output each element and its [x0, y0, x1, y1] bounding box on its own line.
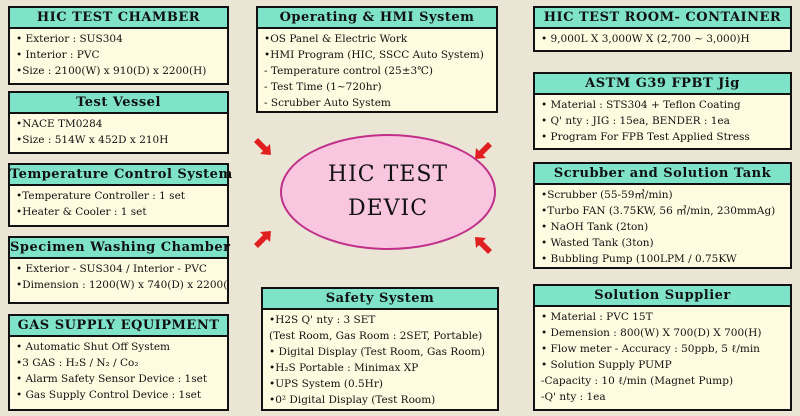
spec-item: • Program For FPB Test Applied Stress — [541, 131, 750, 143]
box-body: • Exterior : SUS304 • Interior : PVC •Size… — [10, 29, 227, 81]
hic-test-device-ellipse: HIC TEST DEVIC — [280, 134, 496, 250]
box-body: •NACE TM0284 •Size : 514W x 452D x 210H — [10, 114, 227, 150]
spec-item: • Gas Supply Control Device : 1set — [16, 389, 202, 401]
operating-hmi-box: Operating & HMI System•OS Panel & Electr… — [256, 6, 498, 113]
box-body: • Exterior - SUS304 / Interior - PVC •Dim… — [10, 259, 227, 295]
spec-item: • Flow meter - Accuracy : 50ppb, 5 ℓ/min — [541, 343, 760, 355]
spec-item: • Material : PVC 15T — [541, 311, 653, 323]
box-body: • Material : STS304 + Teflon Coating • Q'… — [535, 95, 790, 147]
astm-jig-box: ASTM G39 FPBT Jig• Material : STS304 + T… — [533, 72, 792, 150]
spec-item: •3 GAS : H₂S / N₂ / Co₂ — [16, 357, 139, 369]
box-title: Temperature Control System — [10, 165, 232, 186]
box-title: ASTM G39 FPBT Jig — [535, 74, 790, 95]
test-room-container-box: HIC TEST ROOM- CONTAINER • 9,000L X 3,000… — [533, 6, 792, 52]
spec-item: • Solution Supply PUMP — [541, 359, 672, 371]
spec-item: • Demension : 800(W) X 700(D) X 700(H) — [541, 327, 762, 339]
spec-item: • Alarm Safety Sensor Device : 1set — [16, 373, 208, 385]
spec-item: • Wasted Tank (3ton) — [541, 237, 654, 249]
spec-item: •Size : 514W x 452D x 210H — [16, 134, 169, 146]
box-title: HIC TEST ROOM- CONTAINER — [535, 8, 790, 29]
arrow-down-left-icon — [475, 142, 492, 159]
spec-item: •H₂S Portable : Minimax XP — [269, 362, 419, 374]
spec-item: - Test Time (1~720hr) — [264, 81, 382, 93]
box-body: •Scrubber (55-59㎥/min) •Turbo FAN (3.75KW… — [535, 185, 790, 269]
spec-item: • Exterior - SUS304 / Interior - PVC — [16, 263, 207, 275]
spec-item: -Capacity : 10 ℓ/min (Magnet Pump) — [541, 375, 734, 387]
box-title: Safety System — [263, 289, 497, 310]
box-body: •Temperature Controller : 1 set •Heater &… — [10, 186, 227, 222]
box-title: GAS SUPPLY EQUIPMENT — [10, 316, 227, 337]
hic-test-chamber-box: HIC TEST CHAMBER • Exterior : SUS304 • Int… — [8, 6, 229, 85]
spec-item: • Automatic Shut Off System — [16, 341, 171, 353]
spec-item: • Digital Display (Test Room, Gas Room) — [269, 346, 485, 358]
spec-item: •NACE TM0284 — [16, 118, 103, 130]
spec-item: • NaOH Tank (2ton) — [541, 221, 649, 233]
spec-item: •Scrubber (55-59㎥/min) — [541, 189, 673, 201]
spec-item: •UPS System (0.5Hr) — [269, 378, 383, 390]
arrow-down-right-icon — [254, 138, 271, 155]
center-title-line1: HIC TEST — [327, 162, 449, 187]
safety-system-box: Safety System•H2S Q' nty : 3 SET (Test R… — [261, 287, 499, 411]
gas-supply-box: GAS SUPPLY EQUIPMENT• Automatic Shut Off… — [8, 314, 229, 411]
specimen-washing-box: Specimen Washing Chamber• Exterior - SUS… — [8, 236, 230, 304]
spec-item: - Temperature control (25±3℃) — [264, 65, 434, 77]
center-title-line2: DEVIC — [347, 196, 429, 221]
spec-item: •OS Panel & Electric Work — [264, 33, 408, 45]
test-vessel-box: Test Vessel •NACE TM0284 •Size : 514W x 45… — [8, 91, 229, 154]
spec-item: • Q' nty : JIG : 15ea, BENDER : 1ea — [541, 115, 730, 127]
box-title: Scrubber and Solution Tank — [535, 164, 790, 185]
spec-item: • Material : STS304 + Teflon Coating — [541, 99, 741, 111]
box-title: Operating & HMI System — [258, 8, 496, 29]
arrow-up-left-icon — [475, 237, 492, 254]
box-body: • 9,000L X 3,000W X (2,700 ~ 3,000)H — [535, 29, 790, 49]
box-title: Solution Supplier — [535, 286, 790, 307]
spec-item: •Heater & Cooler : 1 set — [16, 206, 147, 218]
box-title: Specimen Washing Chamber — [10, 238, 230, 259]
spec-item: •Temperature Controller : 1 set — [16, 190, 185, 202]
spec-item: •Dimension : 1200(W) x 740(D) x 2200(H) — [16, 279, 227, 291]
spec-item: •Size : 2100(W) x 910(D) x 2200(H) — [16, 65, 207, 77]
box-body: •H2S Q' nty : 3 SET (Test Room, Gas Room… — [263, 310, 497, 410]
spec-item: •H2S Q' nty : 3 SET — [269, 314, 376, 326]
spec-item: •0² Digital Display (Test Room) — [269, 394, 436, 406]
spec-item: • Exterior : SUS304 — [16, 33, 123, 45]
spec-item: •HMI Program (HIC, SSCC Auto System) — [264, 49, 484, 61]
scrubber-tank-box: Scrubber and Solution Tank•Scrubber (55-… — [533, 162, 792, 269]
spec-item: - Scrubber Auto System — [264, 97, 391, 109]
spec-item: -Q' nty : 1ea — [541, 391, 606, 403]
spec-item: • Interior : PVC — [16, 49, 100, 61]
box-body: •OS Panel & Electric Work •HMI Program (H… — [258, 29, 496, 113]
box-title: Test Vessel — [10, 93, 227, 114]
solution-supplier-box: Solution Supplier • Material : PVC 15T • D… — [533, 284, 792, 411]
box-body: • Material : PVC 15T • Demension : 800(W)… — [535, 307, 790, 407]
spec-item: •Turbo FAN (3.75KW, 56 ㎥/min, 230mmAg) — [541, 205, 776, 217]
box-body: • Automatic Shut Off System •3 GAS : H₂S … — [10, 337, 227, 405]
spec-item: • Bubbling Pump (100LPM / 0.75KW — [541, 253, 737, 265]
spec-item: • 9,000L X 3,000W X (2,700 ~ 3,000)H — [541, 33, 750, 45]
arrow-up-right-icon — [254, 231, 271, 248]
box-title: HIC TEST CHAMBER — [10, 8, 227, 29]
temperature-control-box: Temperature Control System•Temperature C… — [8, 163, 232, 227]
spec-item: (Test Room, Gas Room : 2SET, Portable) — [269, 330, 483, 342]
